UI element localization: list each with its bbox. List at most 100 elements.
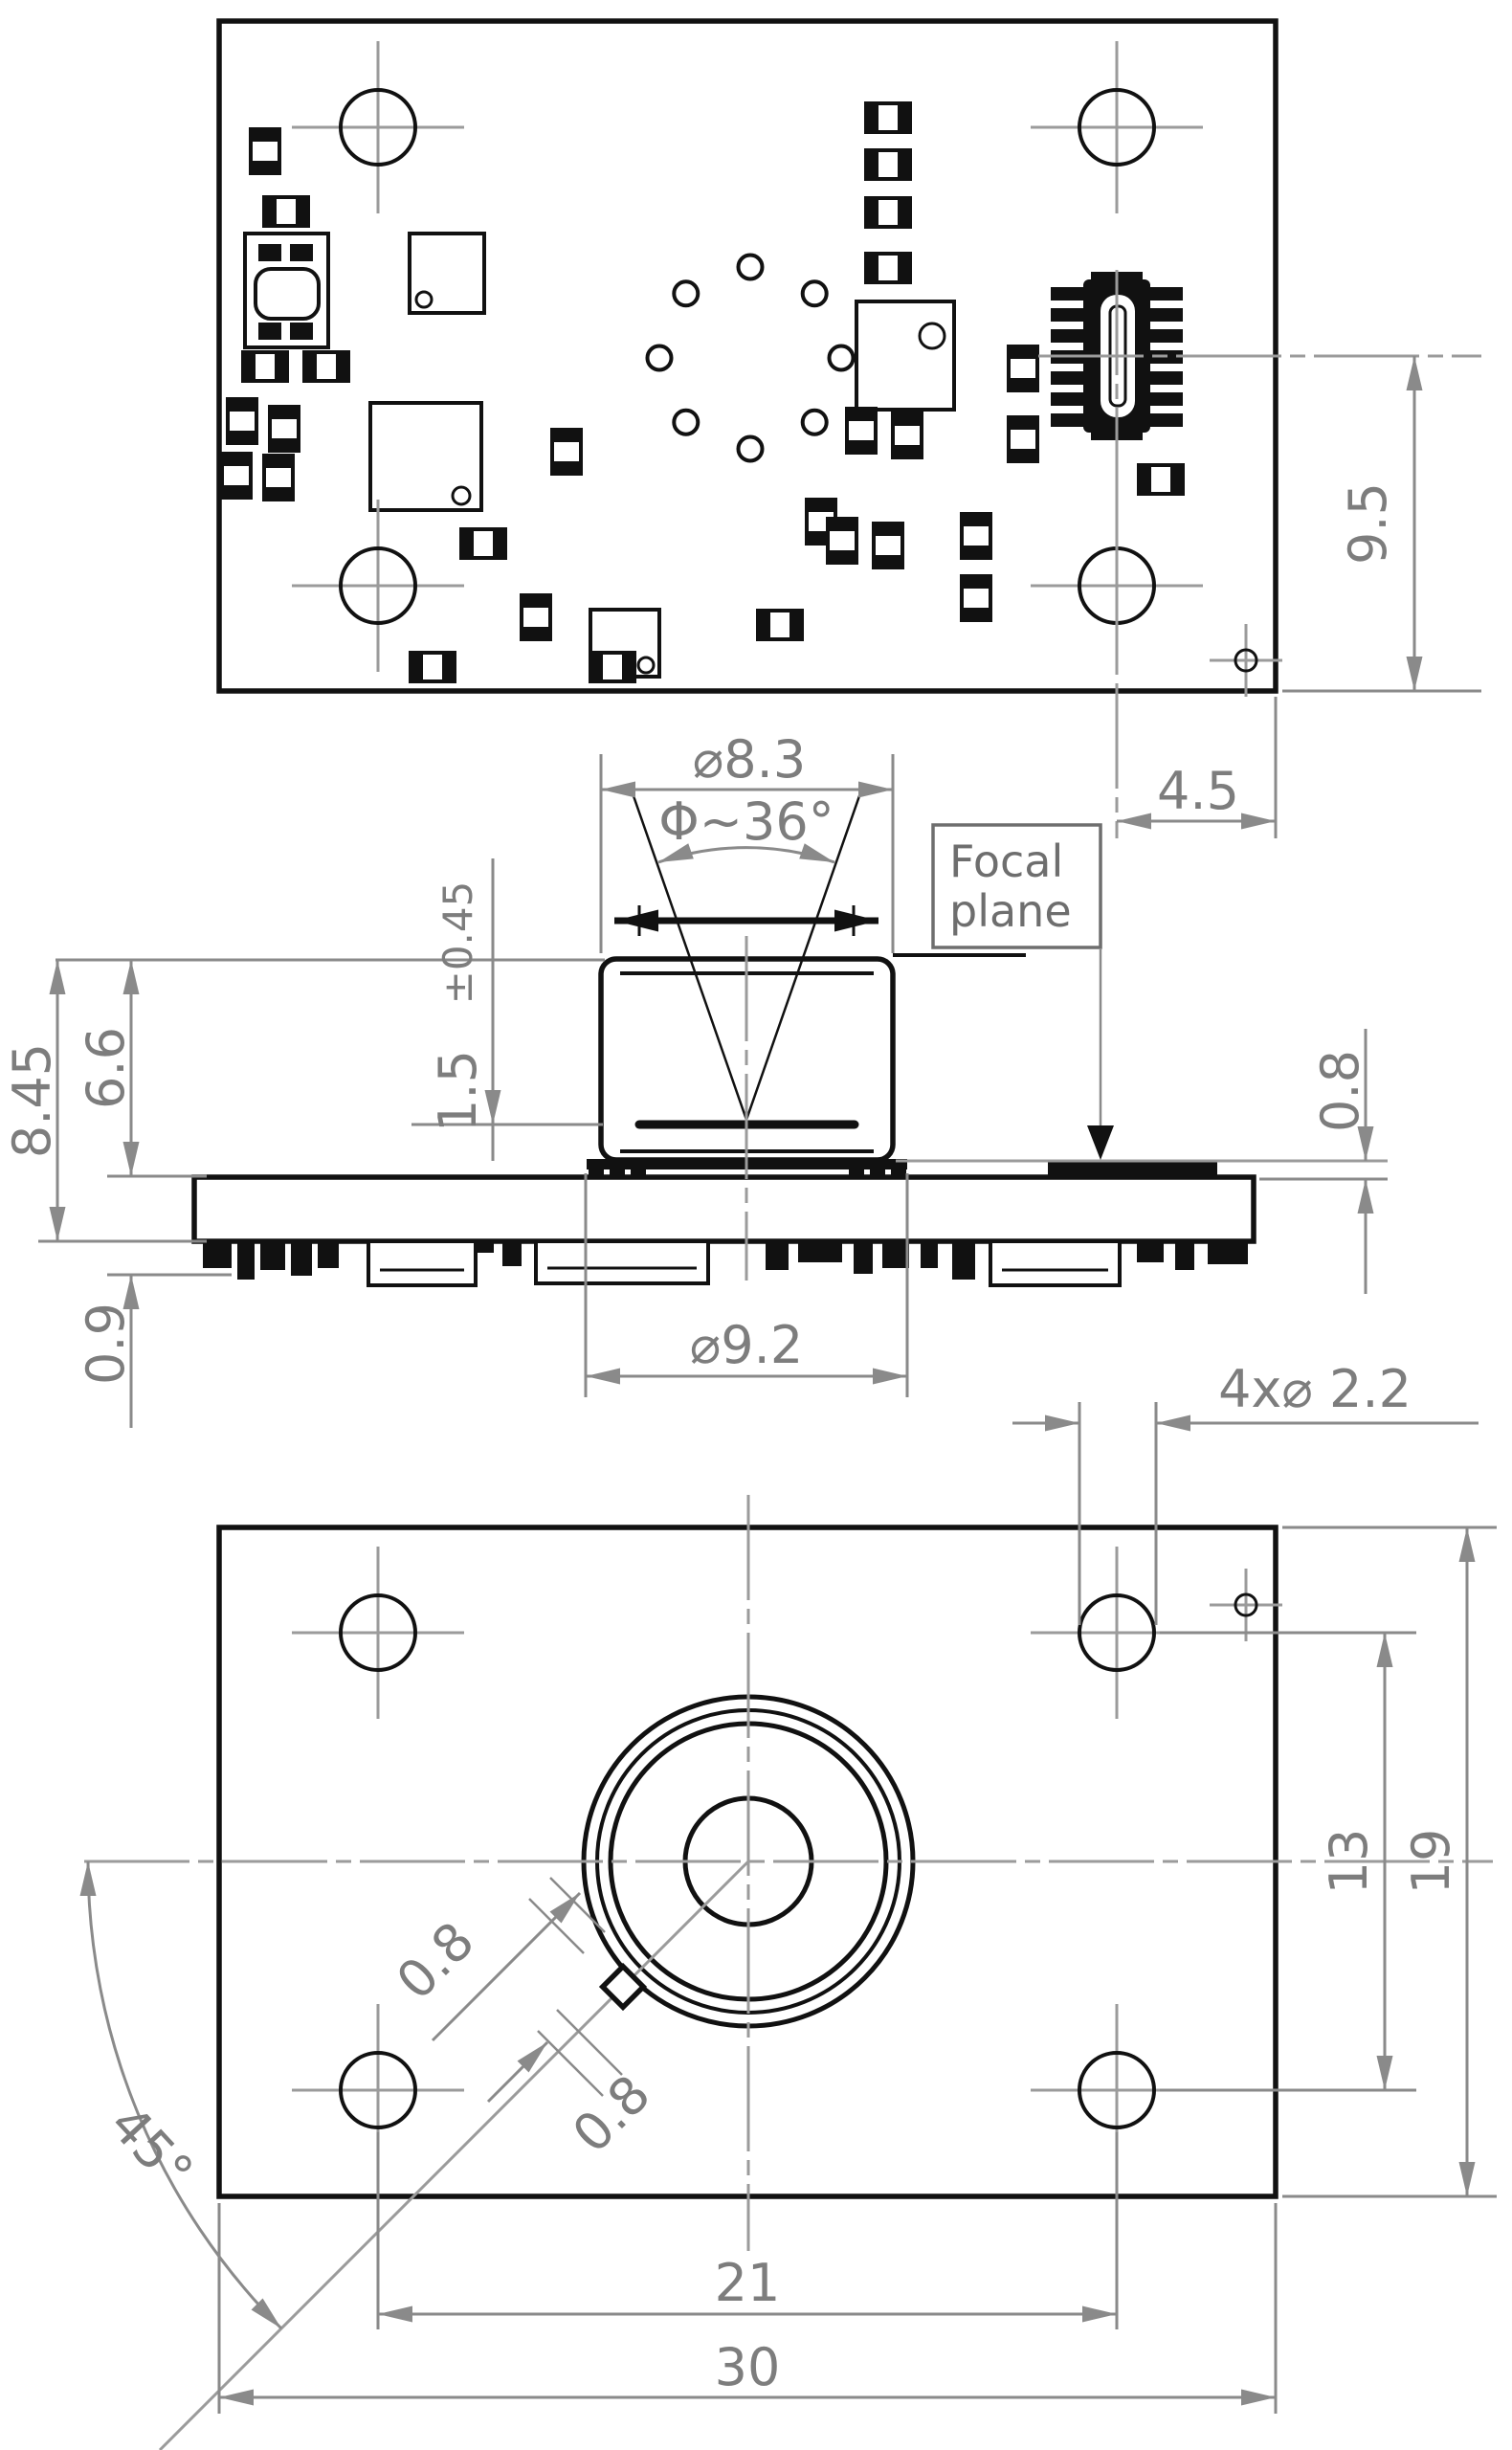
- bottom-component: [203, 1241, 232, 1268]
- ic-main: [368, 401, 483, 512]
- bottom-component-outlined: [989, 1239, 1122, 1287]
- chip-component: [249, 127, 281, 175]
- bottom-component: [952, 1241, 975, 1280]
- bottom-component: [291, 1241, 312, 1276]
- bottom-component: [882, 1241, 909, 1268]
- chip-component: [826, 517, 858, 565]
- connector-side-profile: [1048, 1162, 1217, 1177]
- dim-1-5-tolerance: ±0.45: [434, 881, 481, 1005]
- smd-components: [220, 101, 1185, 683]
- connector-pins: [1051, 287, 1183, 427]
- centerlines-bottom: [84, 1495, 1493, 2450]
- chip-component: [262, 454, 295, 501]
- crystal-oscillator: [243, 232, 330, 349]
- focal-label-line2: plane: [949, 885, 1072, 937]
- dimension-6-6: 6.6: [76, 960, 207, 1178]
- dimension-21: 21: [376, 2132, 1119, 2329]
- bottom-component: [1137, 1241, 1164, 1262]
- dim-45-label: 45°: [98, 2094, 204, 2202]
- chip-component: [891, 412, 923, 459]
- via: [827, 344, 856, 372]
- dim-21-label: 21: [715, 2253, 781, 2313]
- chip-component: [220, 452, 253, 500]
- sensor-via-ring: [645, 253, 856, 463]
- pcb-outline-side: [191, 1174, 1256, 1244]
- dim-holes-label: 4x⌀ 2.2: [1218, 1359, 1412, 1419]
- chip-component: [226, 397, 258, 445]
- chip-component: [872, 522, 904, 569]
- bottom-component: [921, 1241, 938, 1268]
- dimension-13: 13: [1160, 1631, 1416, 2092]
- chip-component: [864, 252, 912, 284]
- dim-0-8-side-label: 0.8: [1310, 1050, 1370, 1132]
- bottom-component-outlined: [534, 1239, 710, 1285]
- bottom-component: [1175, 1241, 1194, 1270]
- chip-component: [302, 350, 350, 383]
- via: [800, 279, 829, 308]
- chip-component: [805, 498, 837, 546]
- bottom-component: [766, 1241, 789, 1270]
- fiducial-mark-bottom: [1210, 1569, 1282, 1641]
- fov-angle-label: Φ~36°: [658, 791, 834, 852]
- mounting-hole: [292, 41, 464, 213]
- top-view: 9.5 4.5: [216, 18, 1481, 838]
- chip-component: [960, 512, 992, 560]
- via: [800, 408, 829, 436]
- sensor-can: [587, 953, 1026, 1178]
- fiducial-mark-top: [1210, 624, 1282, 697]
- bottom-component: [798, 1241, 842, 1262]
- bottom-component: [1208, 1241, 1248, 1264]
- via: [736, 253, 765, 281]
- dim-6-6-label: 6.6: [76, 1027, 136, 1109]
- dim-0-9-label: 0.9: [76, 1303, 136, 1385]
- dimension-dia-8-3: ⌀8.3: [599, 729, 895, 953]
- dim-13-label: 13: [1319, 1829, 1379, 1895]
- chip-component: [520, 593, 552, 641]
- chip-component: [864, 148, 912, 181]
- dimension-1-5: 1.5 ±0.45: [56, 858, 605, 1161]
- fov-cone: [614, 790, 878, 1121]
- dim-1-5-label: 1.5: [428, 1050, 488, 1132]
- chip-component: [756, 609, 804, 641]
- dimension-8-45: 8.45: [2, 960, 207, 1243]
- ic-right: [855, 300, 956, 412]
- dim-19-label: 19: [1401, 1829, 1461, 1895]
- dim-4-5-label: 4.5: [1157, 761, 1239, 821]
- chip-component: [1007, 415, 1039, 463]
- dimension-0-8-side: 0.8: [1259, 1029, 1388, 1294]
- mounting-hole: [1031, 41, 1203, 213]
- focal-plane-box: [931, 823, 1102, 949]
- dimension-30: 30: [217, 2203, 1278, 2414]
- chip-component: [459, 527, 507, 560]
- chip-component: [550, 428, 583, 476]
- chip-component: [845, 407, 878, 455]
- focal-plane-callout: Focal plane: [896, 823, 1388, 1163]
- dim-9-5-label: 9.5: [1338, 482, 1398, 565]
- bottom-component: [502, 1241, 522, 1266]
- chip-component: [864, 196, 912, 229]
- dimension-19: 19: [1282, 1526, 1497, 2198]
- bottom-component-outlined: [367, 1239, 478, 1287]
- index-notch: [598, 1962, 648, 2012]
- dimension-4-5: 4.5: [1117, 697, 1278, 838]
- mounting-hole: [292, 500, 464, 672]
- via: [736, 434, 765, 463]
- dim-8-45-label: 8.45: [2, 1043, 62, 1158]
- dimension-4x-dia-2-2: 4x⌀ 2.2: [1012, 1359, 1479, 1625]
- chip-component: [409, 651, 456, 683]
- bottom-component: [237, 1241, 255, 1280]
- chip-component: [262, 195, 310, 228]
- centerlines-top: [1038, 270, 1481, 838]
- bottom-component: [318, 1241, 339, 1268]
- dim-dia-8-3-label: ⌀8.3: [693, 729, 806, 790]
- dimension-dia-9-2: ⌀9.2: [584, 1173, 909, 1397]
- bottom-component: [854, 1241, 873, 1274]
- side-view: ⌀8.3 Φ~36° 1.5 ±0.45 8.45: [2, 729, 1388, 1428]
- focal-label-line1: Focal: [949, 835, 1063, 887]
- dimension-0-9: 0.9: [76, 1273, 232, 1428]
- dim-30-label: 30: [715, 2337, 781, 2397]
- chip-component: [1007, 345, 1039, 392]
- mounting-hole: [292, 1547, 464, 1719]
